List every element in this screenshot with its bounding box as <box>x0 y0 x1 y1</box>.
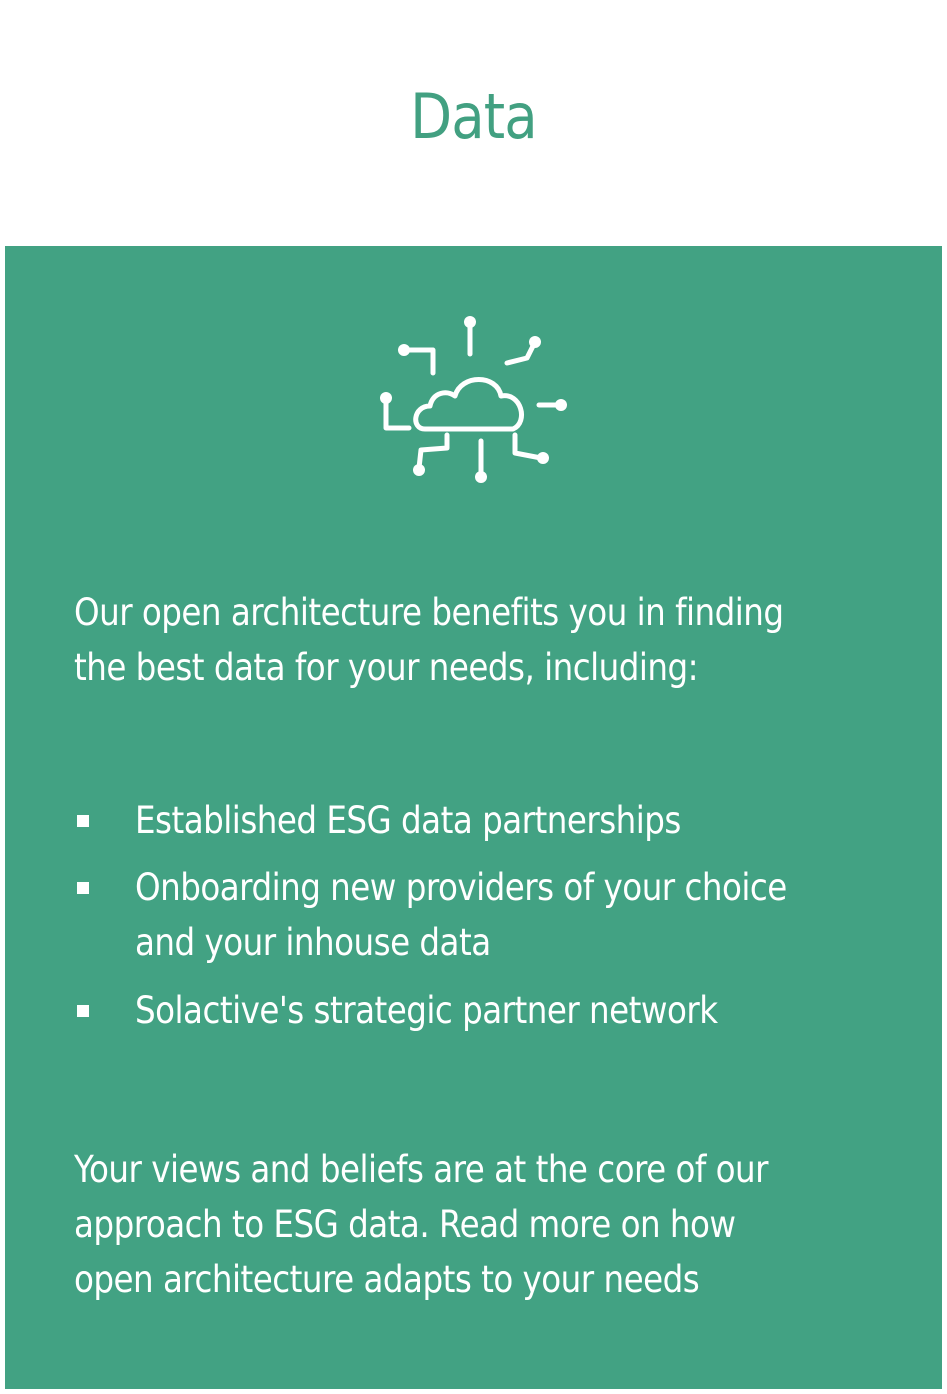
list-item: Established ESG data partnerships <box>135 793 681 848</box>
content-panel: Our open architecture benefits you in fi… <box>5 246 942 1389</box>
intro-line: Our open architecture benefits you in fi… <box>74 591 784 634</box>
page-title: Data <box>410 80 538 153</box>
list-item-text: Solactive's strategic partner network <box>135 989 718 1032</box>
list-item-text: Onboarding new providers of your choice <box>135 866 787 909</box>
outro-line: approach to ESG data. Read more on how <box>74 1203 736 1246</box>
outro-line: open architecture adapts to your needs <box>74 1258 700 1301</box>
list-item-text: and your inhouse data <box>135 921 491 964</box>
list-item-text: Established ESG data partnerships <box>135 799 681 842</box>
outro-line: Your views and beliefs are at the core o… <box>74 1148 769 1191</box>
bullet-square-icon <box>77 1005 89 1017</box>
cloud-network-icon <box>375 316 575 491</box>
bullet-square-icon <box>77 815 89 827</box>
list-item: Solactive's strategic partner network <box>135 983 718 1038</box>
outro-paragraph: Your views and beliefs are at the core o… <box>74 1142 769 1307</box>
intro-line: the best data for your needs, including: <box>74 646 699 689</box>
intro-paragraph: Our open architecture benefits you in fi… <box>74 585 784 695</box>
list-item: Onboarding new providers of your choice … <box>135 860 787 970</box>
bullet-square-icon <box>77 882 89 894</box>
